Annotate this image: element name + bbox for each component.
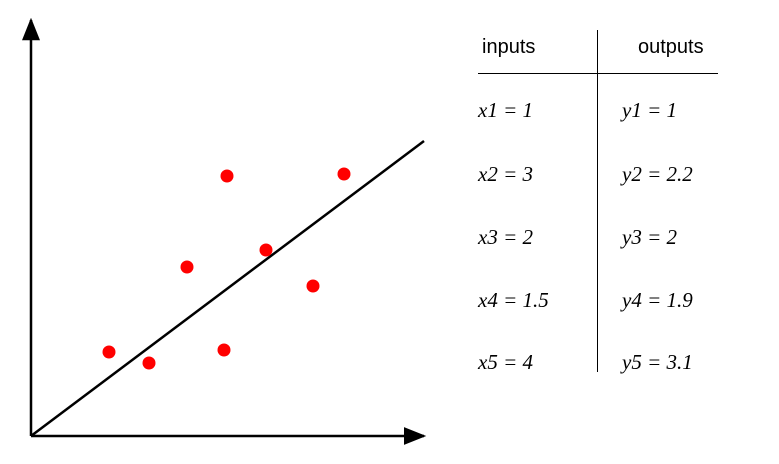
header-divider	[478, 73, 718, 74]
input-cell: x3 = 2	[478, 225, 533, 249]
input-output-table: inputs outputs x1 = 1 y1 = 1 x2 = 3 y2 =…	[462, 20, 732, 380]
input-cell: x5 = 4	[478, 350, 533, 374]
column-divider	[597, 30, 598, 372]
scatter-plot	[22, 17, 427, 445]
output-cell: y1 = 1	[622, 98, 677, 122]
data-point	[217, 343, 231, 357]
outputs-header: outputs	[638, 36, 704, 58]
input-cell: x2 = 3	[478, 162, 533, 186]
inputs-header: inputs	[482, 36, 536, 58]
output-cell: y4 = 1.9	[622, 288, 693, 312]
output-cell: y2 = 2.2	[622, 162, 693, 186]
data-point	[259, 243, 273, 257]
input-cell: x4 = 1.5	[478, 288, 549, 312]
data-point	[220, 169, 234, 183]
input-cell: x1 = 1	[478, 98, 533, 122]
data-point	[337, 167, 351, 181]
output-cell: y5 = 3.1	[622, 350, 693, 374]
output-cell: y3 = 2	[622, 225, 677, 249]
regression-line	[30, 140, 425, 437]
data-point	[102, 345, 116, 359]
data-point	[180, 260, 194, 274]
plot-svg	[22, 17, 427, 445]
data-point	[142, 356, 156, 370]
data-point	[306, 279, 320, 293]
